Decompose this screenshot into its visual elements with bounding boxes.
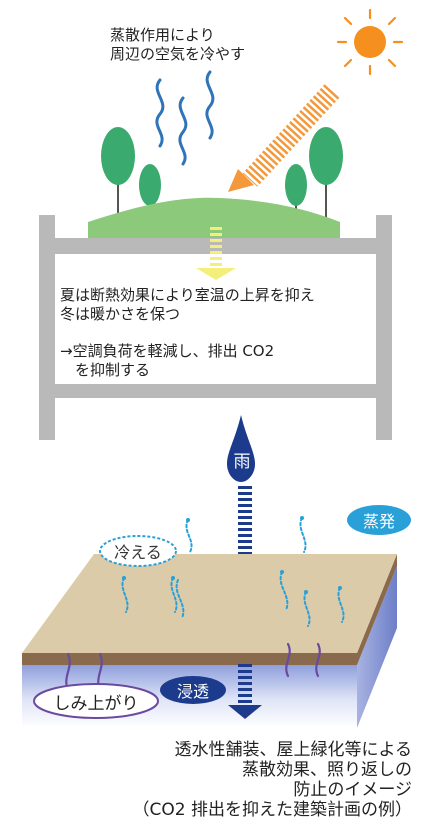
evaporation-arrowheads bbox=[122, 516, 342, 594]
transpiration-caption: 蒸散作用により 周辺の空気を冷やす bbox=[110, 26, 245, 64]
description-line: 夏は断熱効果により室温の上昇を抑え bbox=[60, 286, 315, 304]
caption-line: 周辺の空気を冷やす bbox=[110, 45, 246, 63]
caption-line: （CO2 排出を抑えた建築計画の例） bbox=[132, 800, 412, 820]
rain-label: 雨 bbox=[233, 451, 251, 472]
tree-icon bbox=[101, 127, 343, 222]
cooling-label: 冷える bbox=[114, 543, 162, 562]
percolation-down-arrow bbox=[228, 664, 262, 719]
description-line: を抑制する bbox=[60, 361, 151, 379]
heat-down-arrow bbox=[196, 227, 236, 280]
building-frame bbox=[39, 215, 392, 440]
percolation-bubble bbox=[160, 676, 226, 704]
caption-line: 透水性舗装、屋上緑化等による bbox=[174, 740, 413, 760]
co2-description: →空調負荷を軽減し、排出 CO2 を抑制する bbox=[60, 342, 274, 380]
evaporation-wisps bbox=[121, 517, 345, 627]
percolation-label: 浸透 bbox=[176, 682, 209, 701]
raindrop-icon bbox=[227, 415, 255, 482]
insulation-description: 夏は断熱効果により室温の上昇を抑え 冬は暖かさを保つ bbox=[60, 286, 315, 324]
capillary-rise-bubble bbox=[33, 683, 159, 719]
sun-icon bbox=[336, 8, 404, 76]
transpiration-waves bbox=[155, 70, 215, 166]
description-line: 冬は暖かさを保つ bbox=[60, 305, 181, 323]
sunbeam-arrow bbox=[228, 84, 340, 192]
caption-line: 蒸散作用により bbox=[110, 26, 215, 44]
green-roof bbox=[88, 197, 340, 243]
caption-line: 蒸散効果、照り返しの bbox=[242, 760, 412, 780]
evaporation-label: 蒸発 bbox=[362, 512, 395, 531]
evaporation-bubble bbox=[347, 505, 411, 535]
description-line: →空調負荷を軽減し、排出 CO2 bbox=[60, 342, 275, 360]
caption-line: 防止のイメージ bbox=[293, 780, 412, 800]
bottom-caption: 透水性舗装、屋上緑化等による 蒸散効果、照り返しの 防止のイメージ （CO2 排… bbox=[0, 740, 412, 820]
capillary-rise-label: しみ上がり bbox=[53, 693, 139, 714]
cooling-bubble bbox=[99, 535, 177, 567]
